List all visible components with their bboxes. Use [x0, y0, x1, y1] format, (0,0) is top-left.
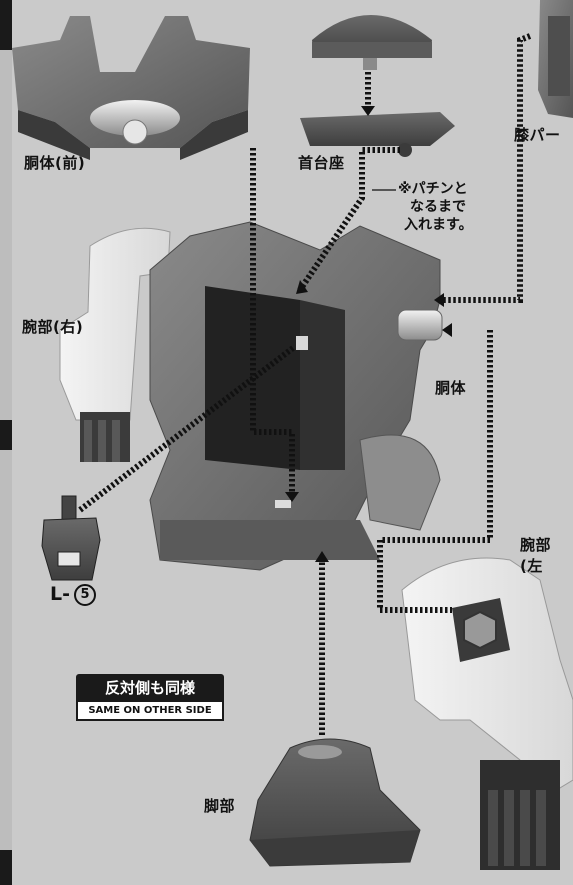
part-code-prefix: L-: [50, 583, 70, 605]
badge-jp-text: 反対側も同様: [76, 674, 224, 702]
torso-main-part: [149, 221, 443, 571]
arrowhead: [296, 280, 308, 294]
edge-mark: [0, 850, 12, 885]
arrowhead-down: [361, 106, 375, 116]
torso-front-part: [12, 16, 250, 160]
snap-note: ※パチンと なるまで 入れます。: [398, 180, 473, 234]
arrowhead-left: [434, 293, 444, 307]
snap-note-line: なるまで: [410, 199, 466, 215]
part-code-number: 5: [74, 584, 96, 606]
assembly-guide-lines: [78, 33, 532, 735]
page-edge: [0, 0, 12, 885]
label-leg: 脚部: [204, 797, 236, 815]
neck-base-part: [300, 112, 455, 157]
knee-part: [538, 0, 573, 118]
edge-mark: [0, 0, 12, 50]
guide-knee: [442, 33, 532, 303]
right-arm-part: [59, 227, 171, 462]
arrowhead-left: [442, 323, 452, 337]
head-cap-part: [312, 15, 432, 70]
snap-note-line: ※パチンと: [398, 181, 468, 197]
edge-mark: [0, 420, 12, 450]
l5-clip-part: [41, 495, 101, 581]
label-torso-front: 胴体(前): [24, 154, 86, 172]
arrowhead-up: [315, 551, 329, 562]
label-arm-left: 腕部(左: [520, 536, 552, 575]
guide-left-arm: [377, 330, 493, 613]
part-code: L-5: [50, 583, 96, 606]
arrowhead-down: [285, 492, 299, 502]
leg-part: [249, 738, 421, 867]
same-other-side-badge: 反対側も同様 SAME ON OTHER SIDE: [76, 674, 224, 721]
guide-torso-front: [250, 148, 295, 494]
guide-arrowheads: [285, 106, 452, 562]
snap-note-line: 入れます。: [404, 217, 473, 233]
left-arm-part: [401, 557, 573, 870]
label-torso: 胴体: [435, 379, 467, 397]
badge-en-text: SAME ON OTHER SIDE: [76, 702, 224, 721]
label-knee-part: 膝パー: [514, 126, 561, 144]
label-neck-base: 首台座: [298, 154, 345, 172]
label-arm-right: 腕部(右): [22, 318, 84, 336]
guide-neck-to-torso: [297, 147, 400, 292]
